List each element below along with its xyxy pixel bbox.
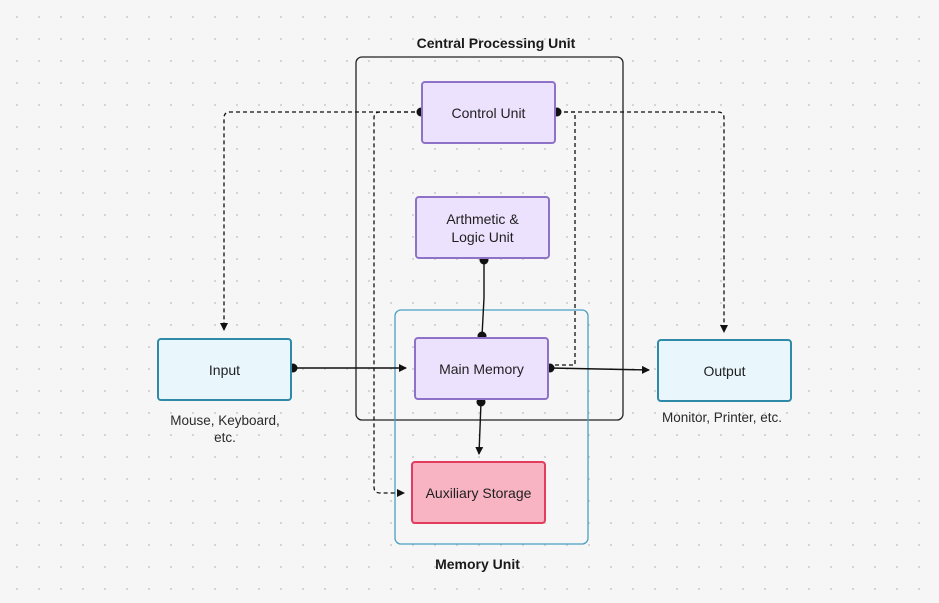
connector-control-to-output: [557, 111, 728, 333]
input-label: Input: [208, 361, 241, 378]
connector-control-to-auxiliary: [373, 111, 422, 497]
memory-unit-group-border: [394, 309, 589, 545]
main-memory-label: Main Memory: [439, 360, 524, 377]
input-caption: Mouse, Keyboard, etc.: [170, 413, 280, 445]
connector-control-to-input: [220, 111, 422, 331]
connector-memory-to-output: [549, 365, 650, 374]
cpu-group-border: [355, 56, 624, 421]
connector-alu-to-memory: [481, 260, 485, 337]
output-node[interactable]: Output: [657, 339, 792, 402]
memory-unit-group-title: Memory Unit: [435, 556, 520, 572]
connector-control-to-memory: [549, 111, 576, 366]
connector-memory-to-auxiliary: [475, 401, 484, 455]
input-node[interactable]: Input: [157, 338, 292, 401]
control-unit-node[interactable]: Control Unit: [421, 81, 556, 144]
output-label: Output: [703, 362, 746, 379]
alu-node[interactable]: Arthmetic & Logic Unit: [415, 196, 550, 259]
control-unit-label: Control Unit: [451, 104, 526, 121]
output-caption: Monitor, Printer, etc.: [661, 410, 783, 425]
auxiliary-storage-label: Auxiliary Storage: [425, 484, 532, 501]
auxiliary-storage-node[interactable]: Auxiliary Storage: [411, 461, 546, 524]
cpu-group-title: Central Processing Unit: [416, 35, 576, 51]
alu-label: Arthmetic & Logic Unit: [446, 210, 519, 245]
main-memory-node[interactable]: Main Memory: [414, 337, 549, 400]
